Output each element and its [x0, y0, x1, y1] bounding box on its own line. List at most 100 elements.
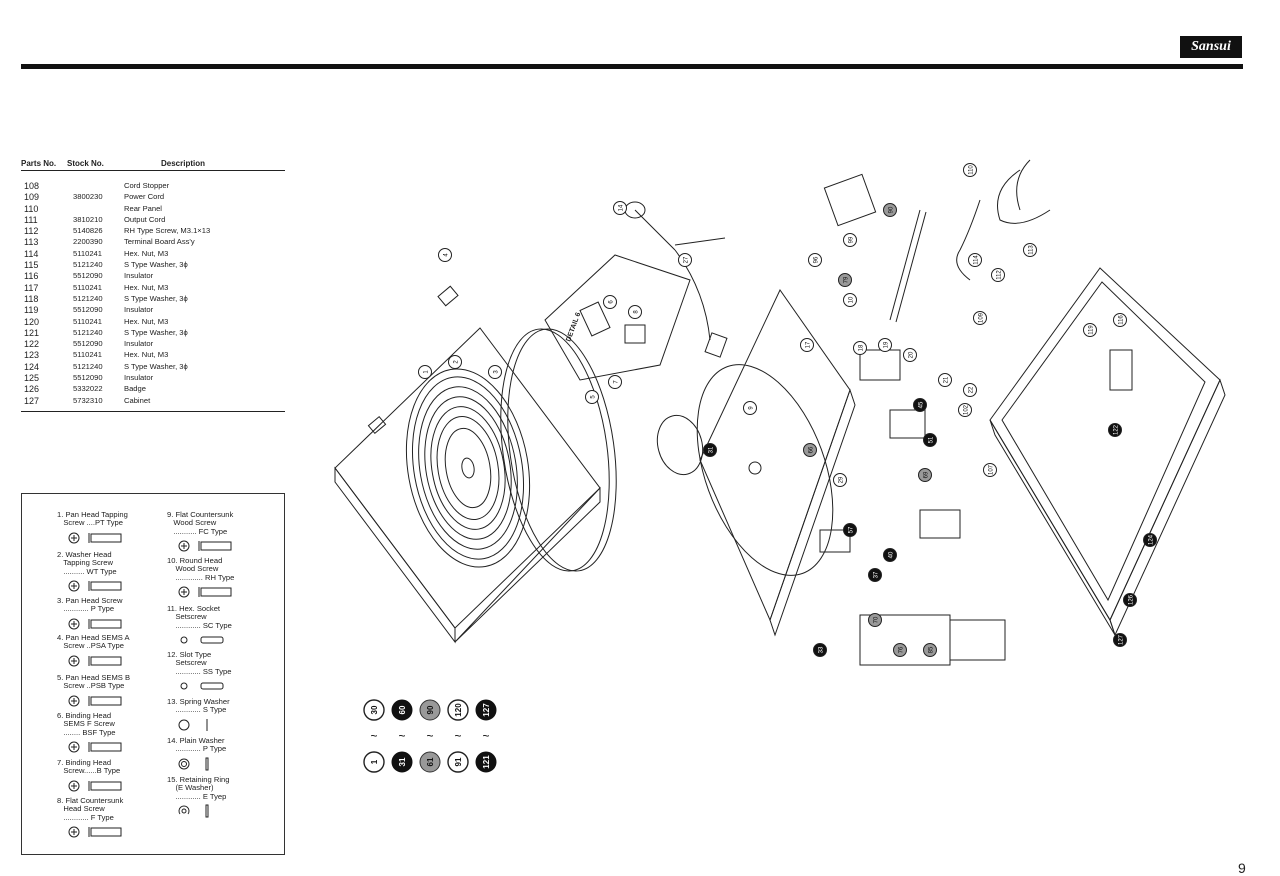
part-description: Cord Stopper [124, 181, 170, 190]
part-description: S Type Washer, 3ϕ [124, 293, 188, 303]
svg-text:14: 14 [619, 204, 625, 211]
range-end-circle: 91 [447, 751, 469, 773]
part-description: Insulator [124, 373, 154, 383]
part-number: 115 [24, 260, 39, 271]
stock-number: 2200390 [73, 237, 103, 247]
part-description: Hex. Nut, M3 [124, 282, 169, 292]
hex-socket-setscrew-icon [177, 633, 279, 647]
svg-text:119: 119 [1089, 325, 1095, 335]
screw-type-label: 15. Retaining Ring (E Washer) ..........… [167, 775, 230, 801]
range-start-circle: 60 [391, 699, 413, 721]
flat-countersunk-wood-screw-icon [177, 539, 279, 553]
stock-number: 5732310 [73, 395, 103, 405]
stock-number: 5121240 [73, 327, 103, 337]
screw-legend-item: 8. Flat Countersunk Head Screw .........… [57, 796, 169, 839]
part-description: Hex. Nut, M3 [124, 316, 169, 326]
svg-text:10: 10 [849, 296, 855, 303]
range-tilde: ~ [454, 729, 461, 743]
callout-number: 110 [963, 163, 977, 177]
part-description: RH Type Screw, M3.1×13 [124, 226, 211, 236]
stock-number: 3800230 [73, 192, 103, 202]
part-number: 113 [24, 237, 39, 248]
callout-number: 40 [883, 548, 897, 562]
part-description: S Type Washer, 3ϕ [124, 327, 188, 337]
part-description: Hex. Nut, M3 [124, 248, 169, 258]
svg-text:1: 1 [424, 370, 430, 374]
callout-number: 102 [958, 403, 972, 417]
callout-number: 7 [608, 375, 622, 389]
callout-number: 109 [973, 311, 987, 325]
detail-label: DETAIL 6 [565, 312, 582, 343]
part-number: 126 [24, 384, 40, 395]
part-number: 110 [24, 203, 39, 214]
range-tilde: ~ [426, 729, 433, 743]
screw-type-label: 3. Pan Head Screw ............ P Type [57, 596, 123, 614]
svg-text:33: 33 [819, 646, 825, 653]
screw-legend-item: 5. Pan Head SEMS B Screw ..PSB Type [57, 673, 169, 708]
dust-cover [334, 285, 601, 644]
flat-countersunk-head-screw-icon [67, 825, 169, 839]
part-number: 109 [24, 192, 40, 203]
callout-number: 51 [923, 433, 937, 447]
svg-text:29: 29 [839, 476, 845, 483]
part-description: Output Cord [124, 214, 166, 224]
output-cords [956, 159, 1051, 281]
callout-number: 5 [585, 390, 599, 404]
svg-text:18: 18 [859, 344, 865, 351]
mechanism-parts [819, 173, 1006, 666]
callout-number: 6 [603, 295, 617, 309]
range-start-circle: 30 [363, 699, 385, 721]
parts-table-header: Parts No. Stock No. Description [21, 156, 285, 171]
svg-text:79: 79 [844, 276, 850, 283]
svg-text:17: 17 [806, 341, 812, 348]
svg-text:3: 3 [494, 370, 500, 374]
callout-number: 79 [838, 273, 852, 287]
part-description: Insulator [124, 271, 154, 281]
stock-number: 5512090 [73, 305, 103, 315]
svg-text:51: 51 [929, 436, 935, 443]
page-number: 9 [1238, 860, 1246, 876]
svg-text:114: 114 [974, 255, 980, 265]
part-description: Rear Panel [124, 203, 162, 213]
svg-text:21: 21 [944, 376, 950, 383]
screw-legend-item: 14. Plain Washer ............ P Type [167, 736, 279, 771]
svg-text:109: 109 [979, 312, 985, 323]
svg-text:19: 19 [884, 341, 890, 348]
svg-text:66: 66 [809, 446, 815, 453]
screw-legend-item: 11. Hex. Socket Setscrew ............ SC… [167, 604, 279, 647]
svg-text:7: 7 [614, 380, 620, 384]
callout-number: 27 [678, 253, 692, 267]
screw-type-label: 5. Pan Head SEMS B Screw ..PSB Type [57, 673, 131, 691]
stock-number: 3810210 [73, 214, 103, 224]
svg-text:37: 37 [874, 571, 880, 578]
callout-number: 2 [448, 355, 462, 369]
part-number: 120 [24, 316, 40, 327]
part-number: 127 [24, 395, 40, 406]
binding-head-sems-f-screw-icon [67, 740, 169, 754]
svg-text:107: 107 [989, 464, 995, 475]
svg-text:113: 113 [1029, 245, 1035, 255]
svg-text:40: 40 [889, 551, 895, 558]
svg-text:27: 27 [684, 256, 690, 263]
callout-number: 57 [843, 523, 857, 537]
screw-legend-item: 6. Binding Head SEMS F Screw ........ BS… [57, 711, 169, 754]
part-number: 124 [24, 361, 40, 372]
callout-number: 10 [843, 293, 857, 307]
screw-legend-item: 4. Pan Head SEMS A Screw ..PSA Type [57, 633, 169, 668]
svg-text:20: 20 [909, 351, 915, 358]
stock-number: 5512090 [73, 373, 103, 383]
callout-number: 1 [418, 365, 432, 379]
svg-text:61: 61 [426, 757, 435, 766]
pan-head-tapping-screw-icon [67, 531, 169, 545]
washer-head-tapping-screw-icon [67, 579, 169, 593]
